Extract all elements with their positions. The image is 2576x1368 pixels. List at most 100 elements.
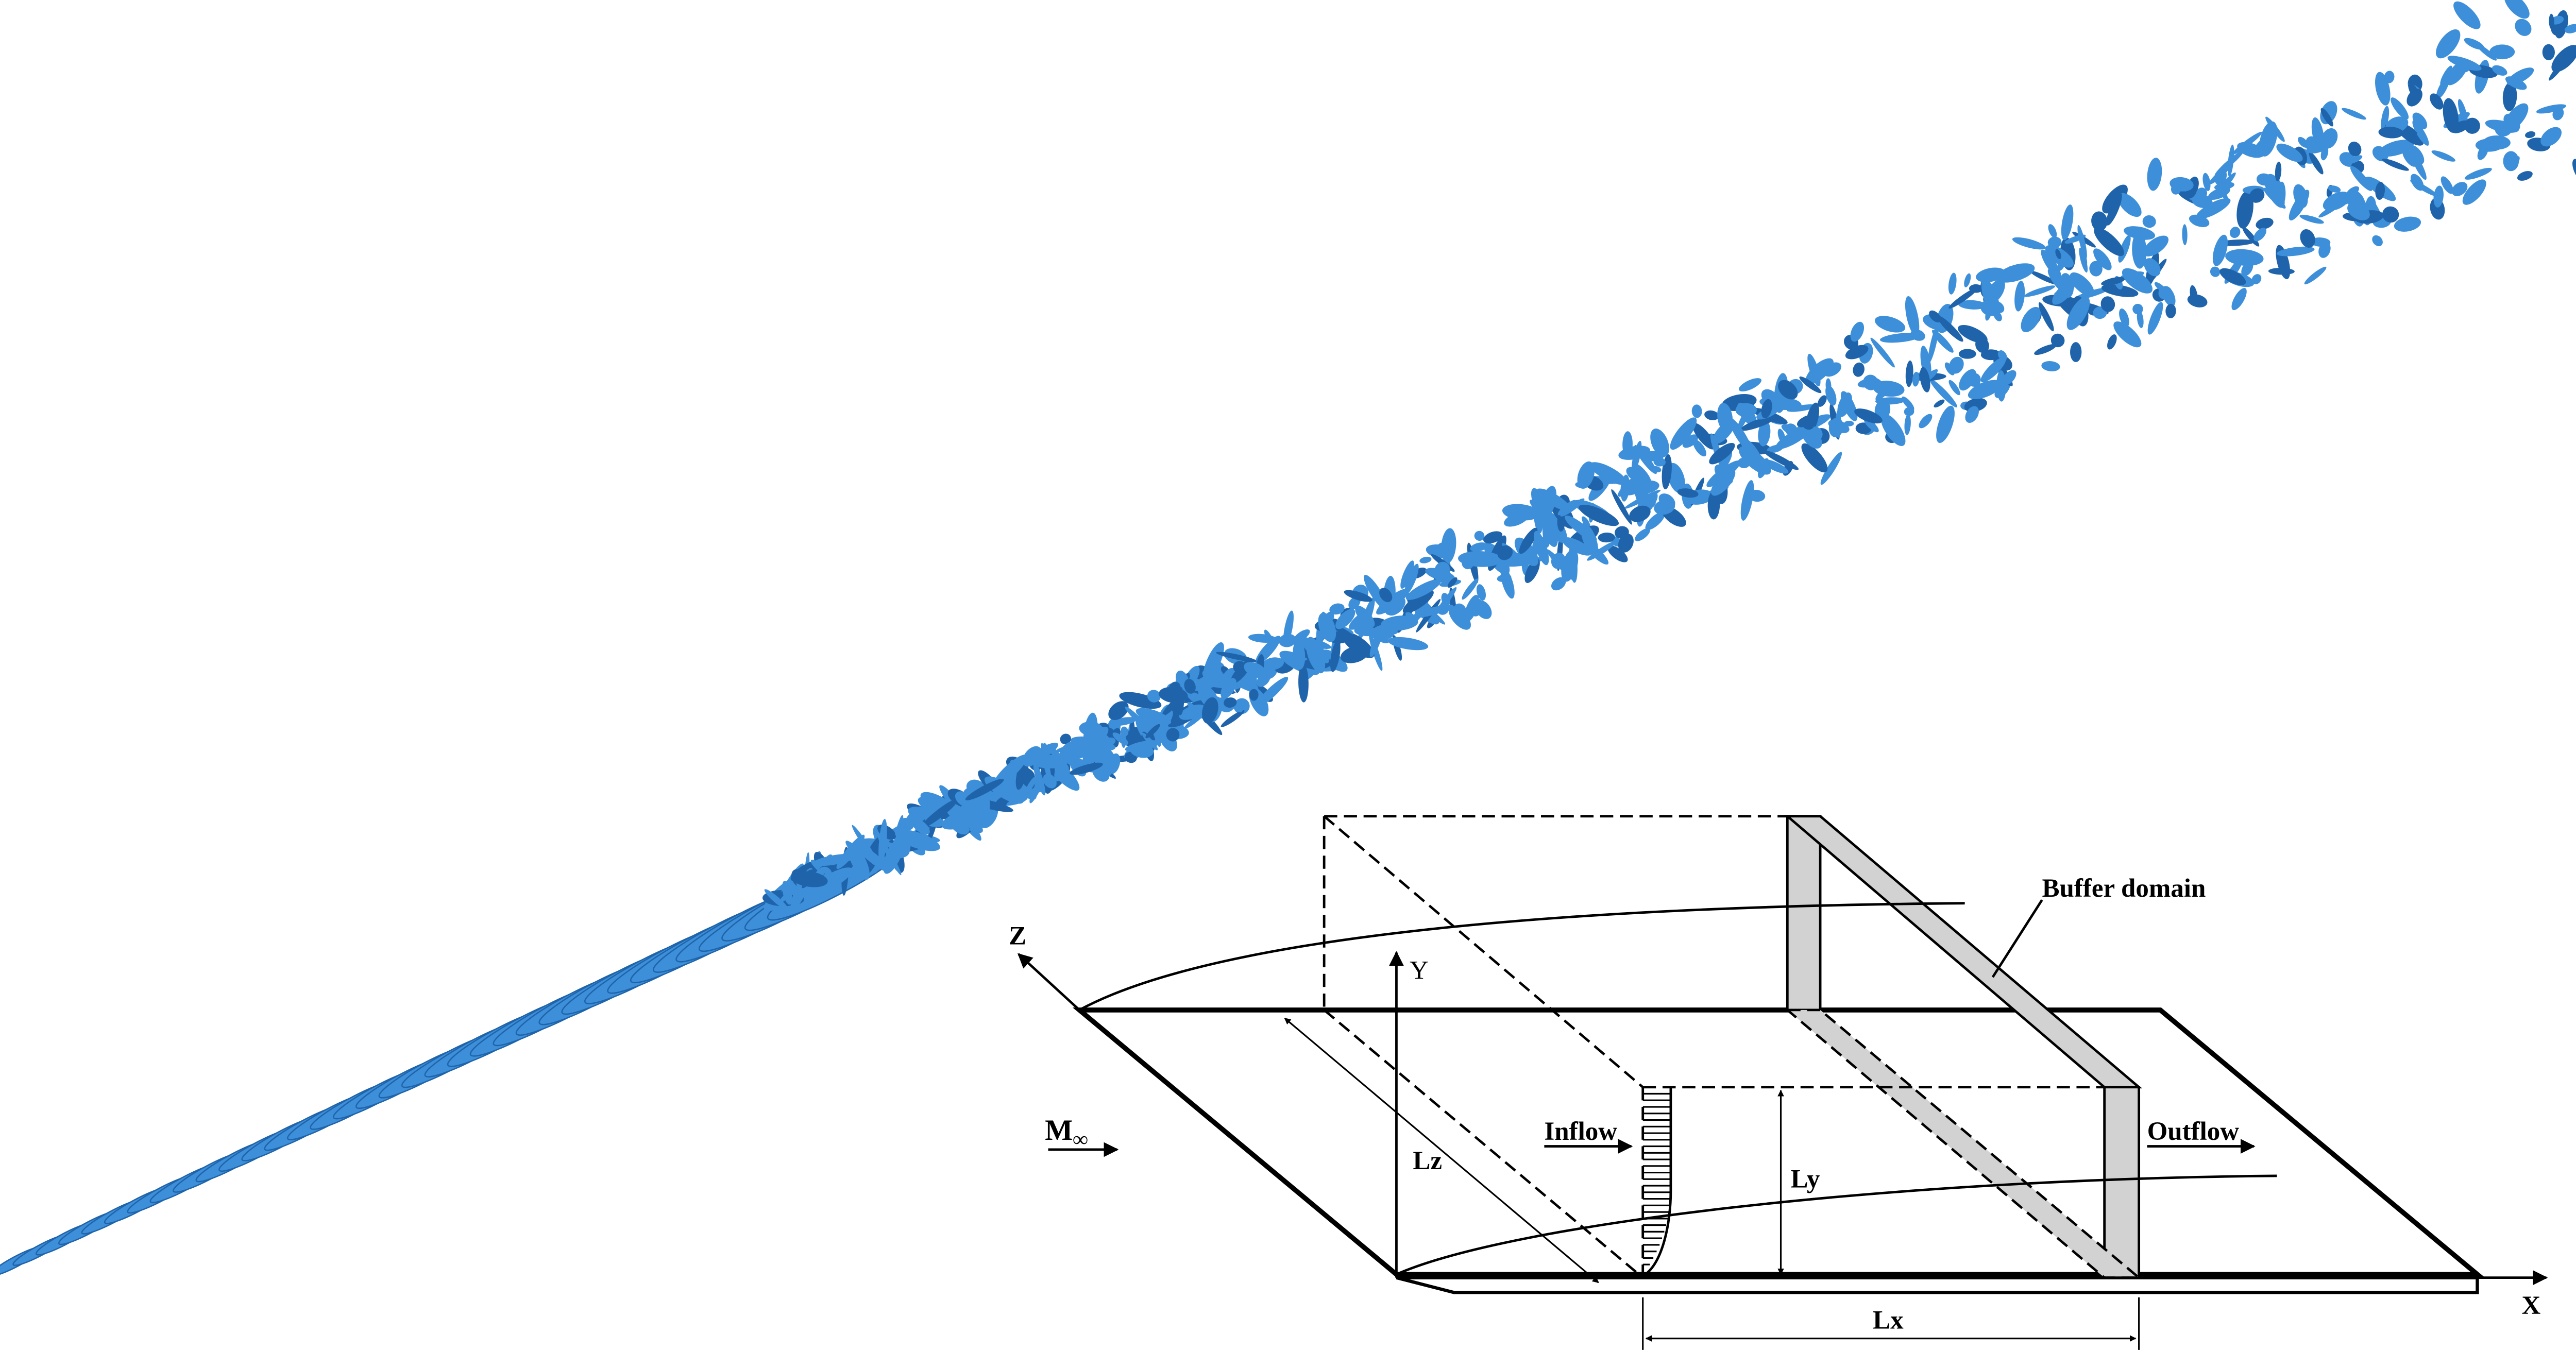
- vortex-fragment: [2137, 310, 2144, 328]
- vortex-fragment: [2002, 370, 2016, 386]
- vortex-fragment: [2210, 266, 2221, 277]
- vortex-fragment: [1497, 545, 1513, 560]
- vortex-fragment: [1248, 634, 1277, 643]
- vortex-fragment: [2458, 60, 2471, 73]
- vortex-fragment: [1557, 500, 1577, 516]
- vortex-fragment: [1419, 556, 1432, 563]
- vortex-fragment: [1670, 417, 1697, 450]
- vortex-fragment: [2070, 272, 2094, 296]
- vortex-fragment: [1929, 379, 1957, 408]
- vortex-fragment: [2564, 24, 2576, 33]
- vortex-fragment: [1738, 378, 1761, 392]
- vortex-fragment: [1820, 452, 1842, 485]
- vortex-fragment: [2552, 107, 2564, 121]
- vortex-fragment: [1244, 662, 1267, 678]
- vortex-fragment: [2551, 23, 2565, 36]
- vortex-fragment: [1709, 442, 1735, 465]
- vortex-fragment: [2485, 119, 2519, 133]
- vortex-fragment: [1500, 567, 1515, 599]
- vortex-fragment: [1854, 408, 1883, 424]
- vortex-fragment: [1781, 424, 1804, 437]
- vortex-fragment: [2328, 185, 2341, 193]
- vortex-fragment: [2525, 131, 2536, 139]
- vortex-fragment: [2106, 193, 2122, 226]
- vortex-fragment: [1216, 652, 1257, 662]
- vortex-fragment: [895, 829, 940, 851]
- vortex-fragment: [2147, 158, 2162, 191]
- vortex-fragment: [2502, 82, 2517, 111]
- vortex-fragment: [1959, 369, 1976, 391]
- vortex-fragment: [1691, 404, 1702, 418]
- vortex-fragment: [1949, 356, 1964, 374]
- vortex-fragment: [2275, 161, 2282, 181]
- vortex-fragment: [1387, 637, 1429, 651]
- vortex-fragment: [1948, 287, 1979, 309]
- vortex-fragment: [2515, 19, 2532, 36]
- vortex-fragment: [2066, 297, 2090, 330]
- vortex-fragment: [1404, 563, 1419, 594]
- vortex-fragment: [871, 856, 896, 864]
- vortex-fragment: [2410, 174, 2424, 191]
- vortex-fragment: [1129, 717, 1136, 749]
- vortex-fragment: [1551, 553, 1566, 569]
- vortex-fragment: [2122, 268, 2153, 294]
- vortex-fragment: [1728, 417, 1752, 453]
- vortex-fragment: [1870, 337, 1895, 368]
- vortex-fragment: [1330, 640, 1341, 672]
- vortex-fragment: [1948, 380, 1960, 396]
- vortex-fragment: [2323, 192, 2350, 211]
- vortex-fragment: [2182, 224, 2188, 246]
- vortex-fragment: [1587, 541, 1617, 561]
- vortex-fragment: [1536, 488, 1571, 511]
- vortex-fragment: [2107, 334, 2117, 350]
- vortex-fragment: [2436, 29, 2461, 59]
- vortex-fragment: [1326, 611, 1334, 622]
- vortex-fragment: [979, 796, 990, 826]
- vortex-fragment: [2242, 227, 2260, 247]
- vortex-fragment: [1187, 702, 1200, 717]
- vortex-fragment: [2050, 333, 2065, 348]
- vortex-fragment: [1136, 708, 1172, 725]
- vortex-fragment: [2402, 148, 2417, 167]
- vortex-fragment: [2142, 215, 2156, 228]
- vortex-fragment: [2483, 135, 2511, 150]
- vortex-fragment: [1904, 414, 1911, 435]
- vortex-fragment: [1184, 679, 1196, 694]
- vortex-fragment: [1828, 419, 1850, 433]
- vortex-fragment: [1476, 584, 1486, 601]
- vortex-fragment: [1777, 429, 1786, 444]
- vortex-fragment: [2375, 182, 2385, 200]
- buffer-back-slab: [1786, 815, 1822, 1012]
- vortex-fragment: [2232, 132, 2262, 155]
- vortex-fragment: [965, 779, 1004, 800]
- vortex-fragment: [1968, 380, 2002, 400]
- vortex-fragment: [1958, 349, 1976, 359]
- vortex-fragment: [1853, 362, 1865, 377]
- vortex-fragment: [2346, 186, 2360, 197]
- vortex-fragment: [2190, 285, 2198, 305]
- vortex-fragment: [1434, 561, 1450, 577]
- vortex-fragment: [848, 843, 870, 880]
- vortex-fragment: [1589, 462, 1627, 485]
- vortex-fragment: [1514, 537, 1539, 566]
- vortex-fragment: [1335, 609, 1355, 629]
- vortex-fragment: [1735, 403, 1757, 417]
- vortex-fragment: [1577, 461, 1595, 489]
- vortex-fragment: [2440, 65, 2452, 86]
- vortex-fragment: [2506, 67, 2534, 86]
- vortex-fragment: [1306, 637, 1326, 674]
- vortex-fragment: [2342, 108, 2366, 120]
- y-axis-label: Y: [1410, 956, 1429, 985]
- vortex-fragment: [1447, 577, 1458, 588]
- vortex-fragment: [1355, 605, 1375, 628]
- vortex-fragment: [2192, 194, 2213, 209]
- vortex-fragment: [1530, 500, 1551, 521]
- vortex-fragment: [786, 886, 796, 897]
- vortex-fragment: [2061, 204, 2074, 241]
- vortex-fragment: [1875, 316, 1906, 333]
- vortex-fragment: [2236, 191, 2253, 229]
- vortex-fragment: [2077, 225, 2087, 259]
- vortex-fragment: [1108, 701, 1129, 721]
- vortex-fragment: [1121, 726, 1129, 737]
